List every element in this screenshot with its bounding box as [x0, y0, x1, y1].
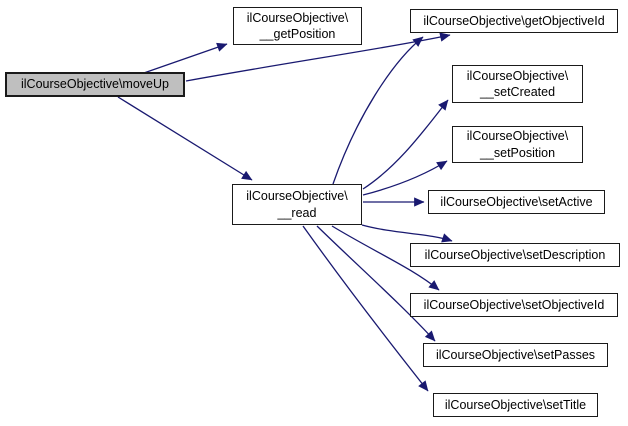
node-ilcourseobjective-setdescription[interactable]: ilCourseObjective\setDescription	[410, 243, 620, 267]
node-ilcourseobjective-getposition[interactable]: ilCourseObjective\ __getPosition	[233, 7, 362, 45]
edge-read-setcreated	[362, 99, 449, 190]
node-ilcourseobjective-setposition[interactable]: ilCourseObjective\ __setPosition	[452, 126, 583, 163]
node-ilcourseobjective-moveup[interactable]: ilCourseObjective\moveUp	[5, 72, 185, 97]
edge-read-setdescription	[361, 224, 453, 243]
node-ilcourseobjective-read[interactable]: ilCourseObjective\ __read	[232, 184, 362, 225]
node-ilcourseobjective-setactive[interactable]: ilCourseObjective\setActive	[428, 190, 605, 214]
node-ilcourseobjective-setobjectiveid[interactable]: ilCourseObjective\setObjectiveId	[410, 293, 618, 317]
node-ilcourseobjective-getobjectiveid[interactable]: ilCourseObjective\getObjectiveId	[410, 9, 618, 33]
edge-moveup-read	[117, 96, 253, 181]
node-ilcourseobjective-setpasses[interactable]: ilCourseObjective\setPasses	[423, 343, 608, 367]
edge-moveup-getposition	[140, 42, 228, 75]
edge-read-getobjectiveid	[332, 36, 424, 185]
node-ilcourseobjective-setcreated[interactable]: ilCourseObjective\ __setCreated	[452, 65, 583, 103]
node-ilcourseobjective-settitle[interactable]: ilCourseObjective\setTitle	[433, 393, 598, 417]
